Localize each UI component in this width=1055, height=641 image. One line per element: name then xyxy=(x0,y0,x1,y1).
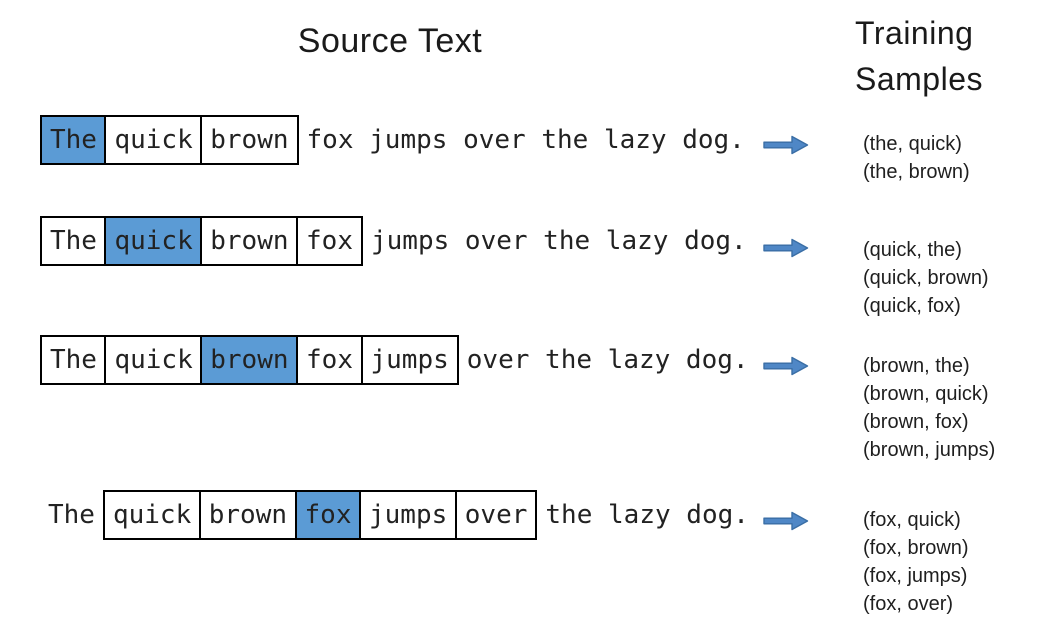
training-sample: (brown, fox) xyxy=(863,411,969,433)
training-sample: (fox, jumps) xyxy=(863,565,968,587)
context-word-token: fox xyxy=(296,335,363,385)
training-sample: (fox, quick) xyxy=(863,509,961,531)
center-word-token: brown xyxy=(200,335,299,385)
training-sample: (fox, over) xyxy=(863,593,954,615)
training-samples-group-2: (quick, the) (quick, brown) (quick, fox) xyxy=(863,236,989,320)
context-word-token: brown xyxy=(200,216,299,266)
source-text-heading: Source Text xyxy=(297,22,483,60)
context-word-token: brown xyxy=(198,490,298,540)
sentence-remainder: over the lazy dog. xyxy=(466,345,749,375)
center-word-token: The xyxy=(40,115,107,165)
context-word-token: quick xyxy=(104,115,203,165)
sentence-remainder: jumps over the lazy dog. xyxy=(371,226,747,256)
training-sample: (brown, jumps) xyxy=(863,439,996,461)
sentence-remainder: fox jumps over the lazy dog. xyxy=(306,125,745,155)
training-sample: (quick, the) xyxy=(863,239,962,261)
training-samples-group-4: (fox, quick) (fox, brown) (fox, jumps) (fox… xyxy=(863,506,969,618)
right-arrow-icon xyxy=(763,135,809,155)
context-word-token: quick xyxy=(104,335,203,385)
context-word-token: jumps xyxy=(360,335,459,385)
training-samples-group-1: (the, quick) (the, brown) xyxy=(863,130,970,186)
sentence-remainder: the lazy dog. xyxy=(545,500,749,530)
training-sample: (fox, brown) xyxy=(863,537,969,559)
training-sample: (brown, the) xyxy=(863,355,970,377)
right-arrow-icon xyxy=(763,356,809,376)
center-word-token: fox xyxy=(294,490,362,540)
training-sample: (the, quick) xyxy=(863,133,962,155)
right-arrow-icon xyxy=(763,511,809,531)
context-word-token: The xyxy=(40,216,107,266)
right-arrow-icon xyxy=(763,238,809,258)
training-sample: (quick, brown) xyxy=(863,267,989,289)
context-word-token: The xyxy=(40,335,107,385)
word-token: The xyxy=(48,500,95,530)
context-word-token: brown xyxy=(200,115,299,165)
training-sample: (quick, fox) xyxy=(863,295,961,317)
context-word-token: fox xyxy=(296,216,363,266)
center-word-token: quick xyxy=(104,216,203,266)
training-samples-heading: Training Samples xyxy=(855,15,983,97)
context-word-token: jumps xyxy=(359,490,458,540)
training-sample: (the, brown) xyxy=(863,161,970,183)
context-word-token: over xyxy=(454,490,538,540)
training-samples-group-3: (brown, the) (brown, quick) (brown, fox) (b… xyxy=(863,352,995,464)
training-sample: (brown, quick) xyxy=(863,383,989,405)
context-word-token: quick xyxy=(102,490,202,540)
